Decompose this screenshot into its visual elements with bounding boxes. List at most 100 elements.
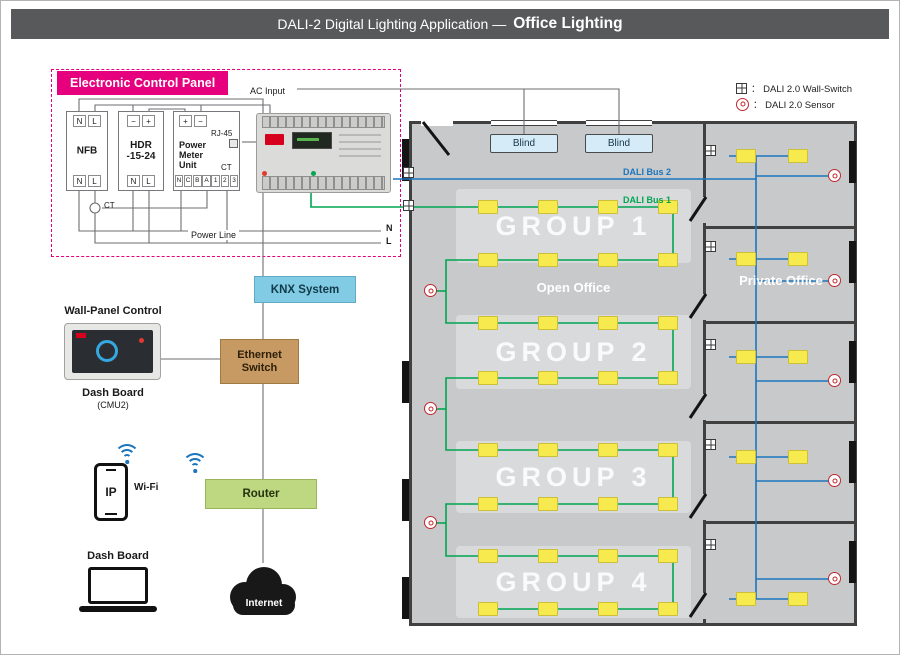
- laptop-screen: [88, 567, 148, 604]
- terminal-cell: L: [142, 175, 155, 187]
- light: [658, 253, 678, 267]
- door-mark: [402, 479, 409, 521]
- gauge-icon: [96, 340, 118, 362]
- light: [598, 371, 618, 385]
- wifi-label: Wi-Fi: [134, 482, 159, 493]
- cmu2-label: (CMU2): [97, 400, 129, 410]
- sensor-icon: [828, 474, 841, 487]
- terminal-cell: N: [127, 175, 140, 187]
- brand-logo: [265, 134, 284, 145]
- sensor-icon: [424, 402, 437, 415]
- light: [478, 602, 498, 616]
- light: [478, 253, 498, 267]
- door-mark: [849, 141, 856, 183]
- light: [478, 549, 498, 563]
- dali-bus2-label: DALI Bus 2: [622, 167, 671, 177]
- light: [788, 252, 808, 266]
- light: [736, 149, 756, 163]
- sensor-icon: [828, 274, 841, 287]
- light: [598, 316, 618, 330]
- nfb-box: N L NFB N L: [66, 111, 108, 191]
- sensor-icon: [828, 572, 841, 585]
- light: [658, 371, 678, 385]
- light: [538, 200, 558, 214]
- light: [658, 602, 678, 616]
- power-line-label: Power Line: [188, 230, 240, 240]
- light: [478, 316, 498, 330]
- sensor-icon: [828, 169, 841, 182]
- status-dot: [139, 338, 144, 343]
- light: [538, 497, 558, 511]
- legend-wall-switch: ： DALI 2.0 Wall-Switch: [736, 81, 852, 95]
- wall-switch-legend-icon: [736, 82, 747, 94]
- door-mark: [402, 139, 409, 181]
- light: [478, 200, 498, 214]
- terminal-cell: N: [73, 175, 86, 187]
- sensor-icon: [424, 284, 437, 297]
- terminal-cell: −: [194, 115, 207, 127]
- device-led-green: [311, 171, 316, 176]
- wall-switch-icon: [403, 167, 414, 178]
- power-meter-label: Power Meter Unit: [179, 140, 207, 170]
- door-mark: [402, 577, 409, 619]
- window: [586, 120, 652, 126]
- knx-system-box: KNX System: [254, 276, 356, 303]
- laptop-icon: [79, 567, 157, 612]
- terminal-cell: 2: [220, 175, 230, 187]
- terminal-cell: L: [88, 115, 101, 127]
- group-label: GROUP 3: [495, 461, 652, 492]
- terminal-cell: 1: [211, 175, 220, 187]
- light: [736, 592, 756, 606]
- light: [788, 350, 808, 364]
- device-print: [339, 134, 381, 158]
- nfb-bottom-terminals: N L: [67, 175, 107, 187]
- door-opening: [701, 294, 708, 320]
- ip-phone-icon: IP: [94, 463, 128, 521]
- light: [478, 443, 498, 457]
- light: [598, 497, 618, 511]
- terminal-cell: +: [142, 115, 155, 127]
- terminal-cell: +: [179, 115, 192, 127]
- door-mark: [849, 541, 856, 583]
- light: [538, 371, 558, 385]
- terminal-cell: C: [183, 175, 193, 187]
- sensor-icon: [424, 516, 437, 529]
- hdr-label: HDR -15-24: [126, 140, 156, 162]
- nfb-top-terminals: N L: [67, 115, 107, 127]
- light: [736, 252, 756, 266]
- nfb-label: NFB: [76, 145, 98, 157]
- open-office-label: Open Office: [536, 280, 611, 295]
- wall-panel-device: [64, 323, 161, 380]
- light: [736, 450, 756, 464]
- door-opening: [701, 494, 708, 520]
- interior-wall: [703, 421, 857, 424]
- door-opening: [701, 593, 708, 619]
- terminal-cell: 3: [229, 175, 239, 187]
- blind-box: Blind: [585, 134, 653, 153]
- light: [658, 549, 678, 563]
- hdr-psu-box: − + HDR -15-24 N L: [118, 111, 164, 191]
- power-meter-box: + − RJ-45 Power Meter Unit CT N C B A 1 …: [173, 111, 240, 191]
- light: [598, 602, 618, 616]
- group-label: GROUP 4: [495, 566, 652, 597]
- light: [538, 549, 558, 563]
- terminal-cell: B: [193, 175, 202, 187]
- wifi-icon: [113, 444, 141, 465]
- light: [658, 443, 678, 457]
- group-label: GROUP 2: [495, 336, 652, 367]
- ethernet-switch-box: Ethernet Switch: [220, 339, 299, 384]
- wall-panel-title: Wall-Panel Control: [64, 305, 162, 317]
- laptop-caption: Dash Board: [87, 550, 149, 562]
- ip-label: IP: [105, 485, 117, 499]
- light: [598, 443, 618, 457]
- cloud-shape: [230, 567, 296, 615]
- page-title: DALI-2 Digital Lighting Application —: [277, 16, 507, 32]
- line-label: L: [386, 236, 392, 246]
- router-box: Router: [205, 479, 317, 509]
- group-label: GROUP 1: [495, 210, 652, 241]
- private-office-label: Private Office: [739, 273, 823, 288]
- ac-input-label: AC Input: [250, 86, 286, 96]
- door-mark: [849, 241, 856, 283]
- device-display: [292, 132, 332, 149]
- door-mark: [849, 441, 856, 483]
